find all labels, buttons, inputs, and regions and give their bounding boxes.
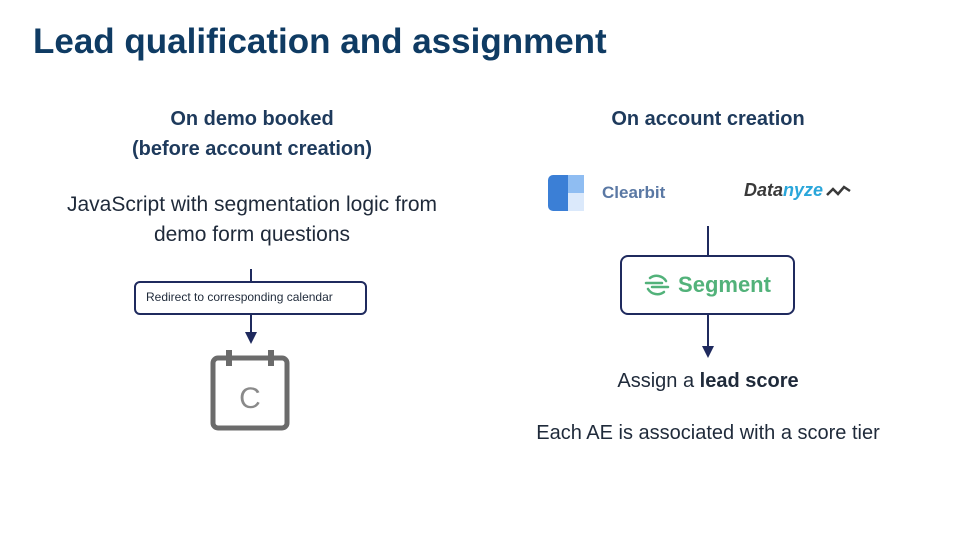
clearbit-label: Clearbit [602,183,666,202]
score-tier-text: Each AE is associated with a score tier [536,422,880,444]
account-creation-heading: On account creation [611,108,805,130]
demo-booked-heading-line2: (before account creation) [131,138,373,160]
datanyze-prefix: Data [744,180,784,200]
segmentation-logic-line1: JavaScript with segmentation logic from [67,193,437,216]
segment-label: Segment [678,272,771,297]
demo-booked-heading: On demo booked (before account creation) [82,104,422,164]
lead-score-label: lead score [699,370,799,392]
assign-lead-score-text: Assign a lead score [558,370,858,393]
connector-line-logos-to-segment [707,226,709,255]
segment-icon [644,274,670,296]
clearbit-icon [548,175,584,211]
redirect-calendar-box: Redirect to corresponding calendar [134,281,367,315]
datanyze-logo: Datanyze [744,180,852,201]
segment-box: Segment [620,255,795,315]
connector-line-top [250,269,252,281]
calendar-letter: C [239,382,261,415]
arrow-down-icon [245,332,257,344]
trend-line-icon [826,184,851,196]
connector-line-bottom [250,315,252,333]
demo-booked-heading-line1: On demo booked [170,108,334,130]
calendar-icon: C [209,350,293,439]
arrow-down-icon [702,346,714,358]
segmentation-logic-description: JavaScript with segmentation logic from … [22,190,482,250]
page-title: Lead qualification and assignment [33,22,607,61]
datanyze-label: Datanyze [744,180,823,201]
connector-line-segment-to-score [707,315,709,348]
segmentation-logic-line2: demo form questions [153,223,351,246]
datanyze-suffix: nyze [783,180,824,200]
clearbit-logo: Clearbit [548,175,665,211]
assign-prefix: Assign a [617,370,700,392]
